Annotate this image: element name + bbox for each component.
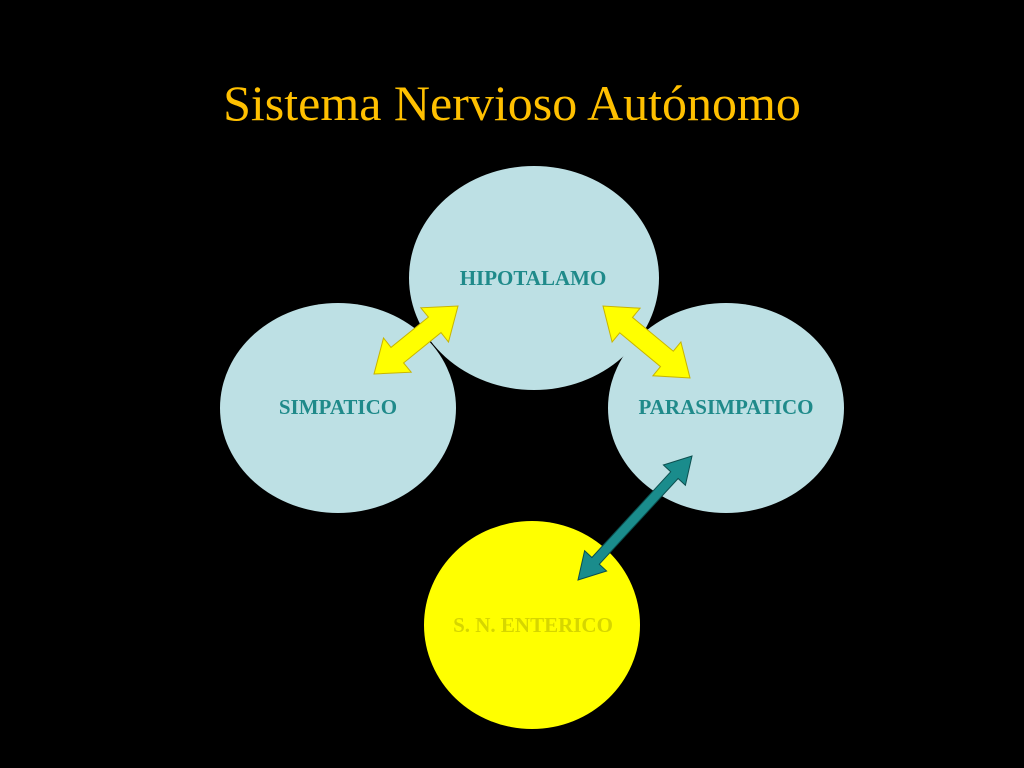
enterico-label: S. N. ENTERICO [453, 613, 613, 637]
double-arrow-enterico-parasimpatico [577, 455, 693, 581]
parasimpatico-label: PARASIMPATICO [639, 395, 814, 419]
slide-title: Sistema Nervioso Autónomo [223, 75, 801, 131]
simpatico-label: SIMPATICO [279, 395, 397, 419]
hipotalamo-label: HIPOTALAMO [460, 266, 607, 290]
double-arrow-simpatico-hipotalamo [373, 305, 459, 375]
double-arrow-hipotalamo-parasimpatico [602, 305, 691, 379]
hipotalamo-node [409, 166, 659, 390]
